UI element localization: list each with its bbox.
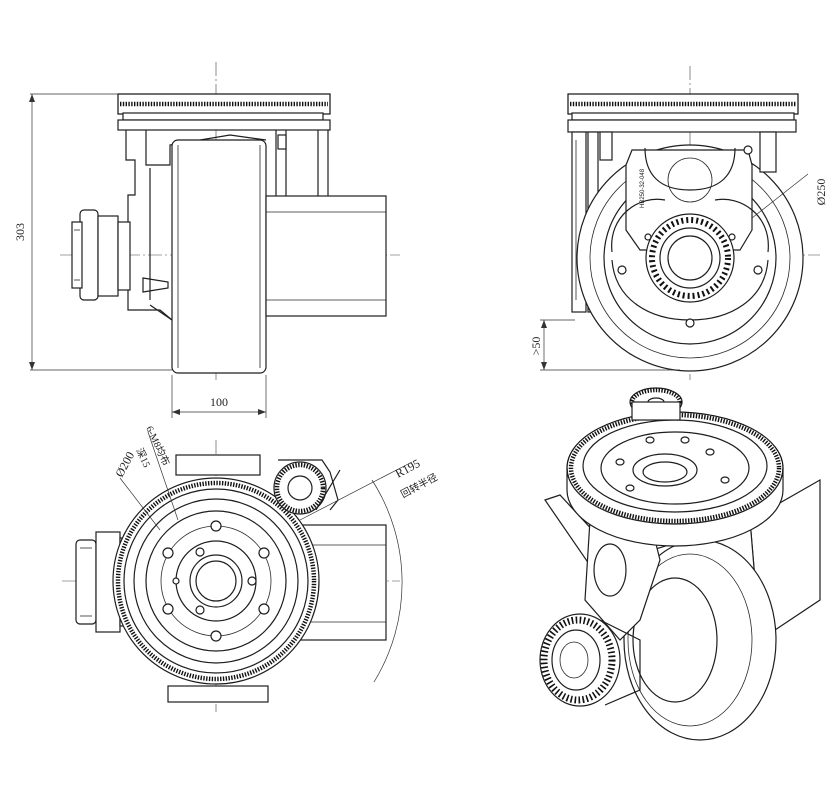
motor-housing-side xyxy=(265,195,387,317)
bolt-depth-note: 深15 xyxy=(133,446,152,469)
slewing-gear-top xyxy=(112,477,320,685)
drive-wheel-side xyxy=(171,139,267,374)
side-view: 303 100 xyxy=(13,62,400,418)
width-dimension: 100 xyxy=(210,395,228,409)
wheel-diameter-dimension: Ø250 xyxy=(814,179,828,206)
isometric-view xyxy=(539,387,821,741)
brake-unit-side xyxy=(79,209,99,301)
slewing-ring-front xyxy=(571,112,795,121)
top-view: Ø200 6-M8均布 深15 R195 回转半径 xyxy=(62,424,440,712)
height-dimension: 303 xyxy=(13,223,27,241)
front-view: HB250-32-048 Ø250 >50 xyxy=(529,66,828,380)
clearance-dimension: >50 xyxy=(529,337,543,356)
pinion-gear xyxy=(273,461,327,515)
bolt-circle-dimension: Ø200 xyxy=(112,449,137,479)
motor-plate-label: HB250-32-048 xyxy=(640,168,646,208)
slewing-ring xyxy=(122,112,324,121)
turn-radius-dimension: R195 xyxy=(393,456,423,481)
